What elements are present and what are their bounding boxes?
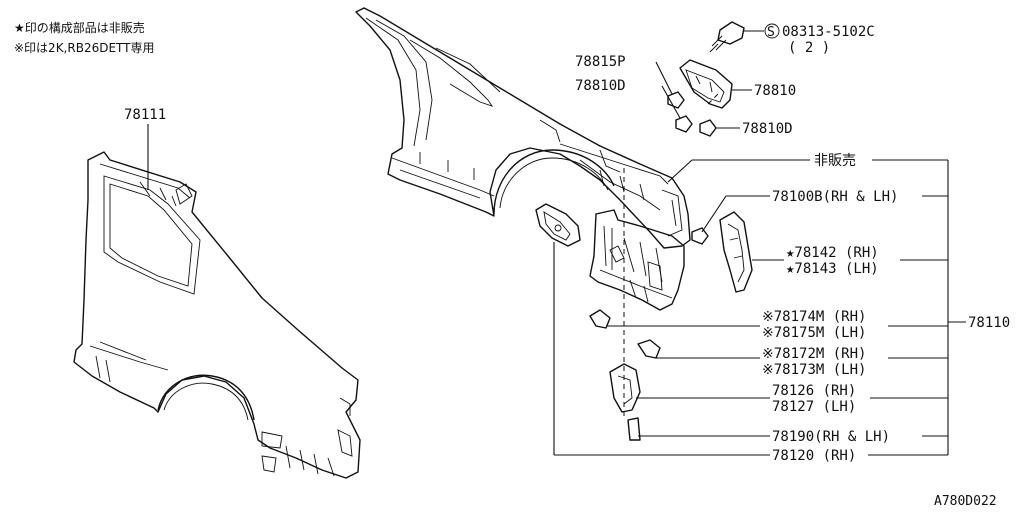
rear-inner-panel-assembly <box>355 7 691 249</box>
label-78815P: 78815P <box>575 54 626 70</box>
clip-78172M <box>637 339 661 359</box>
leader-lines <box>553 159 966 456</box>
symbol-s: S <box>767 25 775 40</box>
note-engine-specific: ※印は2K,RB26DETT専用 <box>14 41 155 55</box>
bracket-78190 <box>627 417 641 441</box>
bolt-08313 <box>709 21 764 53</box>
gusset-78126 <box>609 363 641 413</box>
panel-78120 <box>535 203 581 247</box>
label-08313-5102C: 08313-5102C <box>782 24 875 40</box>
label-bolt-qty: ( 2 ) <box>788 40 830 56</box>
label-78111: 78111 <box>124 107 166 123</box>
label-78143: ★78143 (LH) <box>786 261 879 277</box>
label-78810D-bottom: 78810D <box>742 121 793 137</box>
label-78173M: ※78173M (LH) <box>762 362 866 378</box>
note-not-sold: ★印の構成部品は非販売 <box>14 20 145 35</box>
diagram-code: A780D022 <box>934 494 997 509</box>
label-78190: 78190(RH & LH) <box>772 429 890 445</box>
label-78810D-top: 78810D <box>575 78 626 94</box>
label-not-sold: 非販売 <box>814 153 856 169</box>
label-78110: 78110 <box>968 315 1010 331</box>
reinforcement-78142 <box>719 211 753 293</box>
dash-bracket <box>707 91 721 105</box>
label-78174M: ※78174M (RH) <box>762 309 866 325</box>
grommet-78810D-top <box>675 115 693 133</box>
label-78126: 78126 (RH) <box>772 383 856 399</box>
clip-78100B <box>691 227 709 245</box>
label-78142: ★78142 (RH) <box>786 245 879 261</box>
label-78120: 78120 (RH) <box>772 448 856 464</box>
clip-78815P <box>667 91 685 109</box>
label-78810: 78810 <box>754 83 796 99</box>
leader-78815P <box>655 61 673 95</box>
symbol-s-circle <box>764 23 780 39</box>
leader-78810D-top <box>661 85 681 119</box>
bracket-78810 <box>679 59 733 109</box>
rear-fender-outer-panel <box>73 151 361 479</box>
wheelhouse-inner-panel <box>589 209 685 311</box>
clip-78174M <box>589 309 611 329</box>
label-78100B: 78100B(RH & LH) <box>772 189 898 205</box>
label-78127: 78127 (LH) <box>772 399 856 415</box>
label-78172M: ※78172M (RH) <box>762 346 866 362</box>
label-78175M: ※78175M (LH) <box>762 325 866 341</box>
grommet-78810D-bottom <box>699 119 717 137</box>
